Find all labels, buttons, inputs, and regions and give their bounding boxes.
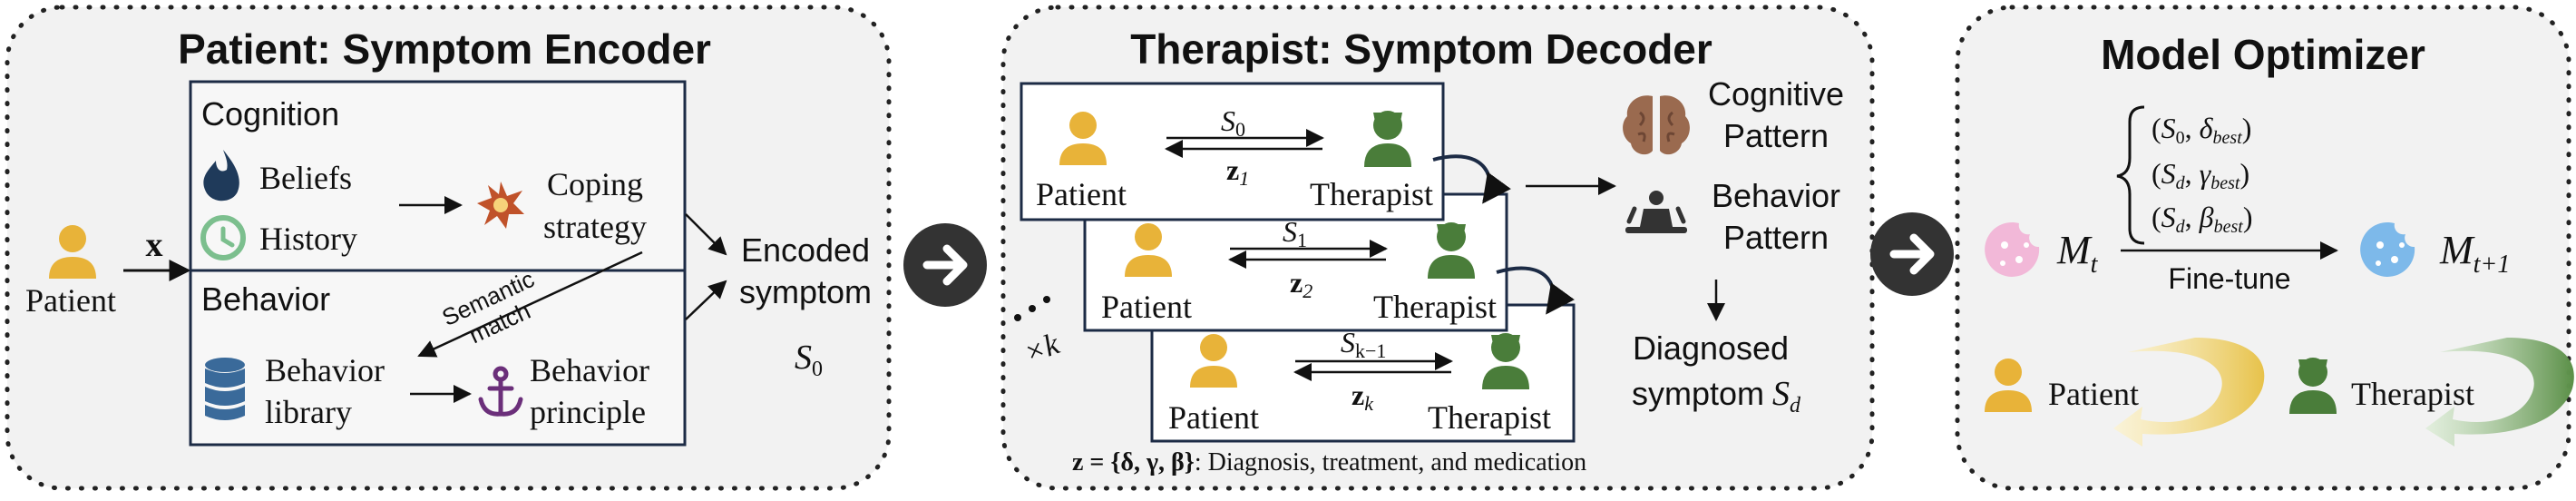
optimizer-title: Model Optimizer: [2101, 31, 2425, 78]
principle-line2: principle: [530, 394, 646, 430]
encoder-title: Patient: Symptom Encoder: [178, 25, 711, 73]
curved-arrow-icon: [2425, 338, 2574, 447]
anchor-icon: [478, 366, 523, 417]
card2-patient: Patient: [1101, 289, 1192, 325]
encoder-panel: Patient: Symptom Encoder Patient x Cogni…: [5, 5, 892, 491]
coping-line1: Coping: [547, 166, 643, 202]
model-in: Mt: [2056, 228, 2099, 279]
arrow-circle-icon: [1870, 212, 1954, 296]
card2-z: z2: [1290, 266, 1312, 302]
card3-patient: Patient: [1168, 399, 1259, 436]
behavior-pattern-line2: Pattern: [1723, 219, 1829, 256]
diagnosed-var: Sd: [1772, 375, 1801, 418]
card3-s: Sk−1: [1341, 326, 1386, 362]
database-icon: [205, 358, 245, 420]
card1-patient: Patient: [1036, 176, 1127, 212]
brain-icon: [1623, 95, 1690, 155]
cognition-out-arrow: [685, 213, 727, 256]
behavior-header: Behavior: [201, 280, 330, 318]
semantic-match-arrow: [417, 250, 643, 358]
optimizer-panel: Model Optimizer (S0, δbest) (Sd, γbest) …: [1955, 5, 2574, 491]
history-clock-icon: [200, 215, 246, 260]
legend-patient: Patient: [2048, 376, 2139, 412]
cognition-box: [189, 80, 687, 272]
decoder-title: Therapist: Symptom Decoder: [1130, 25, 1712, 73]
decoder-panel: Therapist: Symptom Decoder Patient Thera…: [1000, 5, 1875, 491]
dialogue-card-1: Patient Therapist S0 z1: [1020, 82, 1445, 221]
curved-arrow-icon: [1432, 154, 1511, 204]
cookie-icon: [1985, 221, 2040, 277]
brace: [2116, 105, 2145, 245]
cognitive-line2: Pattern: [1723, 117, 1829, 154]
cognitive-line1: Cognitive: [1708, 75, 1844, 113]
encoded-line2: symptom: [739, 273, 872, 310]
flame-drop-icon: [203, 150, 239, 201]
encoded-var: S0: [795, 339, 823, 381]
finetune-label: Fine-tune: [2168, 262, 2290, 295]
card2-therapist: Therapist: [1373, 289, 1497, 325]
legend-therapist: Therapist: [2351, 376, 2474, 412]
model-out: Mt+1: [2439, 228, 2510, 279]
curved-arrow-icon: [1496, 266, 1575, 315]
diagnosed-line1: Diagnosed: [1633, 329, 1789, 367]
burst-icon: [477, 182, 524, 229]
card1-s: S0: [1221, 104, 1245, 141]
beliefs-label: Beliefs: [259, 160, 352, 196]
library-line2: library: [265, 394, 352, 430]
history-label: History: [259, 221, 357, 257]
coping-line2: strategy: [543, 209, 647, 245]
cookie-icon: [2360, 221, 2415, 277]
cognition-header: Cognition: [201, 95, 339, 133]
encoded-line1: Encoded: [741, 231, 870, 269]
card1-z: z1: [1226, 153, 1249, 190]
principle-line1: Behavior: [530, 352, 649, 388]
behavior-out-arrow: [685, 280, 727, 320]
input-var: x: [146, 226, 163, 264]
footnote: z = {δ, γ, β}: Diagnosis, treatment, and…: [1072, 448, 1586, 476]
arrow-circle-icon: [903, 223, 987, 307]
diagnosed-line2: symptom: [1632, 375, 1764, 412]
card3-therapist: Therapist: [1428, 399, 1551, 436]
library-line1: Behavior: [265, 352, 385, 388]
encoder-patient-label: Patient: [25, 282, 116, 319]
behavior-pattern-line1: Behavior: [1712, 177, 1840, 214]
pair-3: (Sd, βbest): [2152, 201, 2252, 237]
card3-z: zk: [1351, 378, 1374, 415]
card2-s: S1: [1283, 215, 1307, 251]
behavior-box: [189, 269, 687, 447]
curved-arrow-icon: [2113, 338, 2265, 447]
card1-therapist: Therapist: [1310, 176, 1433, 212]
presenter-icon: [1625, 191, 1687, 233]
